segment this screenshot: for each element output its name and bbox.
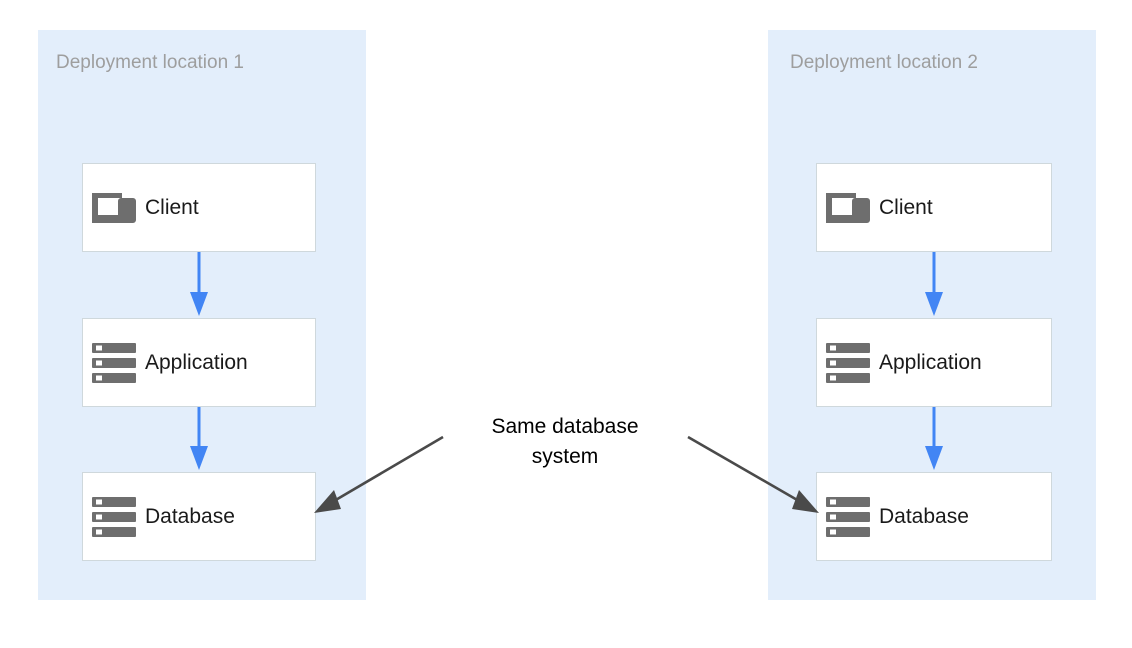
annotation-line-1: Same database [491,415,639,438]
client-2-label: Client [879,196,933,219]
server-stack-icon [83,496,145,537]
devices-icon [83,191,145,225]
same-database-system-annotation: Same database system [465,412,665,472]
application-2-node[interactable]: Application [816,318,1052,407]
application-2-label: Application [879,351,982,374]
client-1-label: Client [145,196,199,219]
devices-icon [817,191,879,225]
database-2-label: Database [879,505,969,528]
database-1-label: Database [145,505,235,528]
client-1-node[interactable]: Client [82,163,316,252]
annotation-line-2: system [531,445,599,468]
client-2-node[interactable]: Client [816,163,1052,252]
application-1-node[interactable]: Application [82,318,316,407]
server-stack-icon [817,496,879,537]
application-1-label: Application [145,351,248,374]
server-stack-icon [817,342,879,383]
server-stack-icon [83,342,145,383]
database-2-node[interactable]: Database [816,472,1052,561]
deployment-location-1-title: Deployment location 1 [56,52,244,73]
database-1-node[interactable]: Database [82,472,316,561]
deployment-location-2-title: Deployment location 2 [790,52,978,73]
